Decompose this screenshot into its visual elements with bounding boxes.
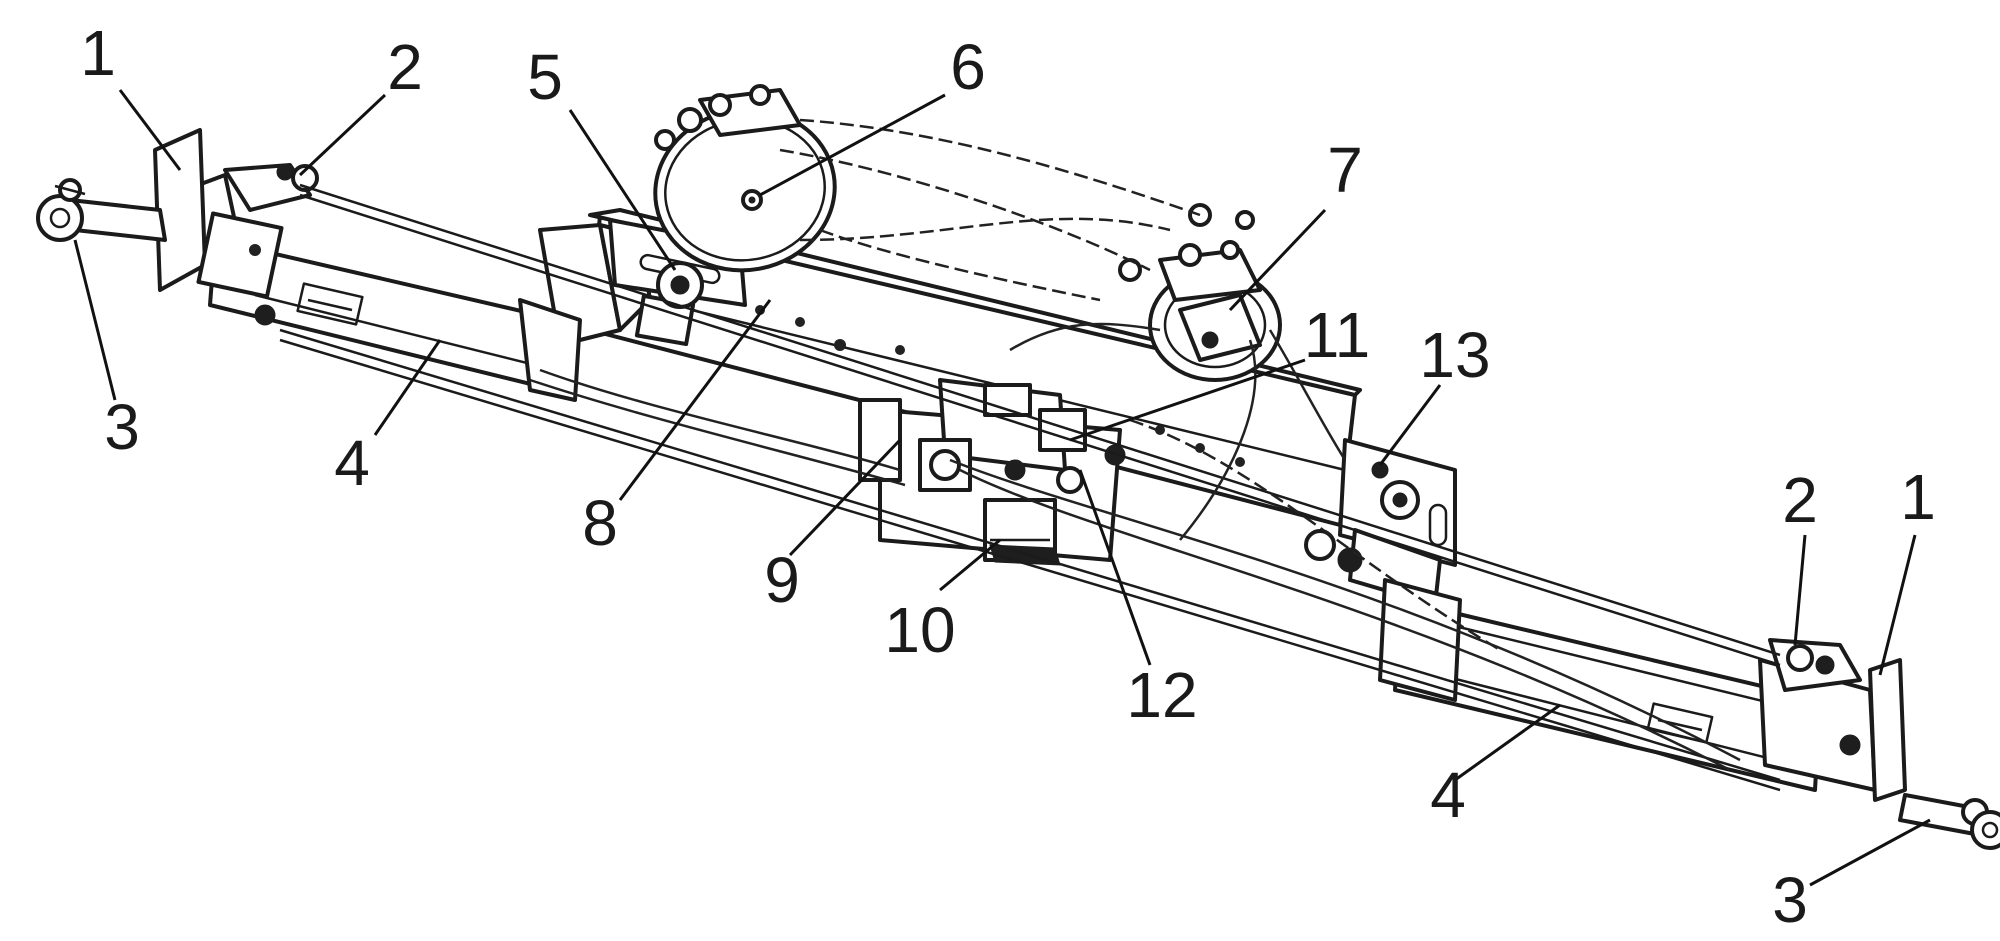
leader-4-left — [373, 339, 442, 436]
leader-11 — [1069, 358, 1306, 442]
assembly-body — [36, 84, 2000, 850]
callout-3-left: 3 — [104, 391, 140, 463]
callout-11: 11 — [1304, 299, 1370, 371]
leader-3-right — [1809, 818, 1931, 887]
leader-10 — [939, 538, 1001, 592]
leader-9 — [788, 438, 902, 557]
leader-12 — [1078, 469, 1152, 666]
tie-rods — [279, 183, 1781, 792]
leader-13 — [1378, 384, 1442, 466]
leader-5 — [568, 109, 677, 271]
pressure-regulator — [1118, 203, 1282, 382]
callout-labels: 1 2 3 4 5 6 7 8 9 10 11 12 13 2 1 4 3 — [80, 17, 1936, 936]
callout-4-left: 4 — [334, 427, 370, 499]
leader-2-right — [1793, 534, 1807, 646]
callout-5: 5 — [527, 41, 563, 113]
callout-7: 7 — [1327, 134, 1363, 206]
hose-reel — [653, 84, 837, 273]
callout-10: 10 — [884, 594, 955, 666]
callout-3-right: 3 — [1772, 864, 1808, 936]
callout-4-right: 4 — [1430, 759, 1466, 831]
leader-2-left — [298, 93, 387, 177]
callout-12: 12 — [1126, 659, 1197, 731]
callout-1-left: 1 — [80, 17, 116, 89]
leader-3-left — [73, 239, 117, 401]
leader-lines — [73, 89, 1931, 887]
air-lines — [529, 118, 1741, 772]
callout-13: 13 — [1419, 319, 1490, 391]
callout-1-right: 1 — [1900, 461, 1936, 533]
callout-8: 8 — [582, 487, 618, 559]
leader-8 — [618, 299, 772, 501]
left-end-fitting — [36, 128, 319, 326]
right-end-fitting — [1758, 638, 2000, 850]
valve-cluster — [858, 378, 1126, 566]
leader-1-left — [118, 89, 182, 171]
callout-2-right: 2 — [1782, 464, 1818, 536]
callout-6: 6 — [950, 31, 986, 103]
leader-4-right — [1454, 703, 1561, 782]
leader-1-right — [1878, 534, 1917, 676]
callout-9: 9 — [764, 544, 800, 616]
leader-7 — [1228, 208, 1327, 312]
callout-2-left: 2 — [387, 31, 423, 103]
leader-6 — [759, 93, 946, 197]
